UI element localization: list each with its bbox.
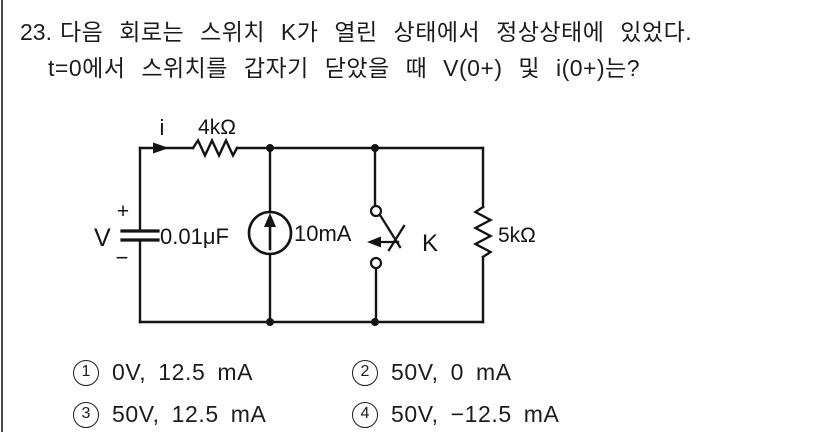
top-resistor	[191, 137, 239, 159]
current-source-value-label: 10mA	[294, 221, 352, 246]
switch-label: K	[422, 230, 438, 257]
question-number: 23.	[20, 19, 52, 45]
option-4-marker: 4	[352, 401, 378, 428]
current-source-circle	[247, 210, 293, 256]
current-arrow-icon	[153, 142, 169, 154]
junction-dot-top-right	[371, 144, 379, 152]
page-left-border	[1, 0, 3, 432]
switch-terminal-top	[369, 204, 383, 218]
option-4-text: 50V, −12.5 mA	[391, 401, 560, 427]
junction-dot-top-left	[266, 144, 274, 152]
circuit-diagram: i 4kΩ V + − 0.01μF 10mA K 5kΩ	[90, 105, 560, 340]
junction-dot-bottom-left	[266, 318, 274, 326]
switch-blade-cross	[387, 224, 406, 252]
current-source-arrowhead	[264, 213, 276, 227]
option-1-marker: 1	[73, 359, 99, 386]
question-line-2: t=0에서 스위치를 갑자기 닫았을 때 V(0+) 및 i(0+)는?	[20, 49, 640, 83]
option-3-marker: 3	[73, 401, 99, 428]
question-text-1: 다음 회로는 스위치 K가 열린 상태에서 정상상태에 있었다.	[59, 19, 693, 45]
plus-sign: +	[117, 200, 129, 223]
source-voltage-label: V	[94, 224, 111, 252]
answer-option-1[interactable]: 1 0V, 12.5 mA	[73, 359, 253, 386]
option-1-text: 0V, 12.5 mA	[112, 359, 254, 385]
minus-sign: −	[116, 245, 129, 270]
right-resistor-label: 5kΩ	[498, 224, 536, 247]
question-line-1: 23. 다음 회로는 스위치 K가 열린 상태에서 정상상태에 있었다.	[20, 13, 692, 47]
answer-option-3[interactable]: 3 50V, 12.5 mA	[73, 401, 266, 428]
option-3-text: 50V, 12.5 mA	[112, 401, 267, 427]
capacitor-value-label: 0.01μF	[160, 224, 229, 249]
option-2-marker: 2	[352, 359, 378, 386]
junction-dot-bottom-right	[371, 318, 379, 326]
top-resistor-label: 4kΩ	[198, 116, 236, 139]
right-resistor	[472, 205, 494, 259]
option-2-text: 50V, 0 mA	[391, 359, 512, 385]
question-text-2: t=0에서 스위치를 갑자기 닫았을 때 V(0+) 및 i(0+)는?	[48, 55, 641, 81]
answer-option-2[interactable]: 2 50V, 0 mA	[352, 359, 512, 386]
switch-motion-arrowhead	[367, 236, 381, 248]
switch-terminal-bottom	[369, 256, 383, 270]
answer-option-4[interactable]: 4 50V, −12.5 mA	[352, 401, 559, 428]
current-label: i	[160, 115, 165, 140]
